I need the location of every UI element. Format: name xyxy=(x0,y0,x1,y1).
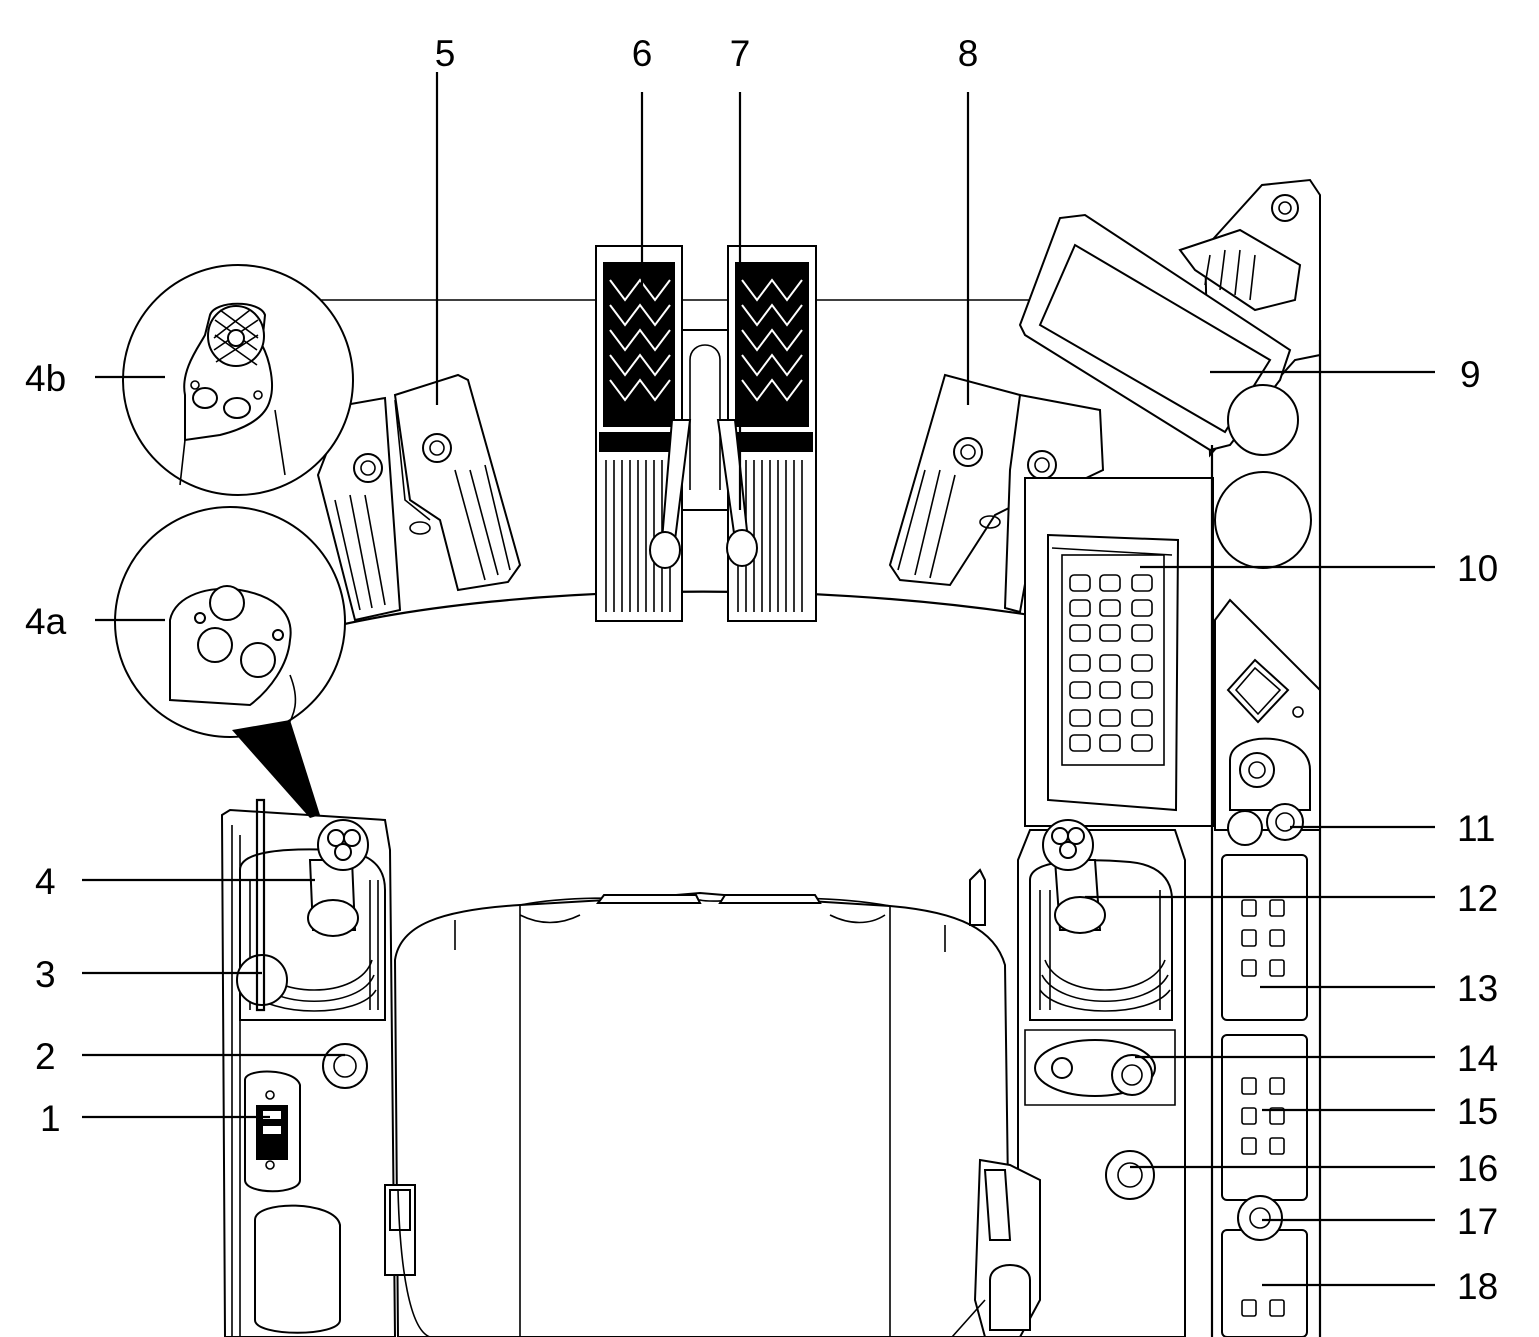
callout-15: 15 xyxy=(1457,1091,1498,1132)
callout-4b: 4b xyxy=(25,358,66,399)
callout-8: 8 xyxy=(958,33,979,74)
callout-10: 10 xyxy=(1457,548,1498,589)
detail-4a xyxy=(114,506,346,738)
callout-17: 17 xyxy=(1457,1201,1498,1242)
switch-buttons xyxy=(1241,899,1285,1317)
callout-12: 12 xyxy=(1457,878,1498,919)
keypad-keys xyxy=(1069,574,1153,752)
callout-16: 16 xyxy=(1457,1148,1498,1189)
callout-leaders xyxy=(82,72,1435,1287)
callout-7: 7 xyxy=(730,33,751,74)
callout-1: 1 xyxy=(40,1098,61,1139)
callout-14: 14 xyxy=(1457,1038,1498,1079)
operator-seat xyxy=(393,891,1012,1337)
left-pedal-pair xyxy=(316,373,522,622)
right-console-panel xyxy=(1210,340,1322,1337)
center-travel-pedals xyxy=(595,245,817,622)
callout-2: 2 xyxy=(35,1036,56,1077)
callout-11: 11 xyxy=(1457,808,1495,849)
monitor-display xyxy=(1018,178,1321,458)
floor-edge xyxy=(339,590,1031,627)
callout-3: 3 xyxy=(35,954,56,995)
right-armrest-console xyxy=(951,819,1186,1337)
detail-4b xyxy=(122,264,354,496)
callout-9: 9 xyxy=(1460,354,1481,395)
left-armrest-console xyxy=(220,798,431,1337)
callout-4a: 4a xyxy=(25,601,67,642)
callout-13: 13 xyxy=(1457,968,1498,1009)
callout-4: 4 xyxy=(35,861,56,902)
callout-18: 18 xyxy=(1457,1266,1498,1307)
keypad-panel xyxy=(1024,477,1214,827)
callout-6: 6 xyxy=(632,33,653,74)
callout-5: 5 xyxy=(435,33,456,74)
detail-pointer xyxy=(232,720,320,818)
